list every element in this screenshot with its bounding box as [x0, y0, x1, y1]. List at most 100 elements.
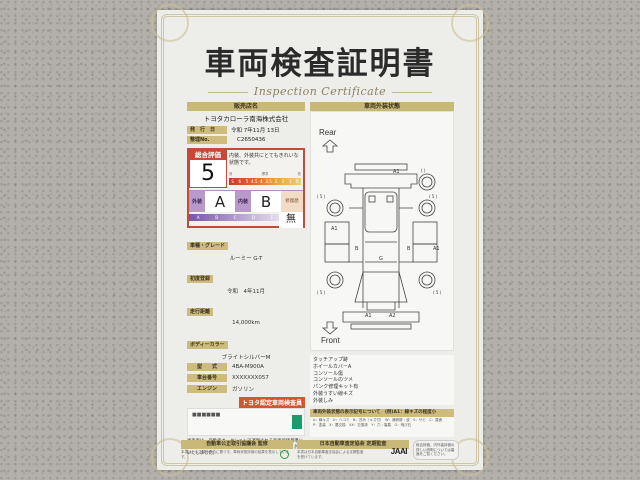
fair-trade-text-wrap: 本書は、公正競争規約に基づき、車両状態評価の結果を表示しています。 — [181, 450, 293, 459]
tire-mark: ( 5 ) — [317, 290, 326, 295]
vehicle-diagram: Rear — [310, 111, 454, 351]
scale-step: 3.5 — [265, 179, 272, 184]
damage-note: コンソールのツメ — [313, 377, 354, 384]
inspection-certificate: 車両検査証明書 Inspection Certificate 販売店名 トヨタカ… — [151, 4, 489, 476]
inspector-stamp-icon — [292, 415, 302, 429]
reference-number-label: 整理No. — [187, 135, 227, 144]
tire-mark: ( ) — [421, 168, 426, 173]
mileage-field: 走行距離 14,000km — [187, 298, 305, 327]
scale-step: 2 — [281, 179, 285, 184]
color-field: ボディーカラー ブライトシルバーM — [187, 331, 305, 361]
damage-mark: A2 — [389, 313, 396, 319]
decorative-border — [161, 14, 479, 466]
mileage-label: 走行距離 — [187, 308, 214, 316]
jaai-text-wrap: 本書は日本自動車査定協会による定期監査を受けています。 JAAI — [297, 447, 409, 459]
damage-mark: A1 — [331, 226, 338, 232]
issue-date-label: 発 行 日 — [187, 125, 227, 134]
scale-label-standard: 標準 — [261, 172, 269, 176]
sub-ratings-row: 外装 A 内装 B 修復歴 — [189, 190, 303, 212]
dealer-name: トヨタカローラ南海株式会社 — [203, 115, 289, 123]
overall-rating-scale: S 6 5 4.5 4 3.5 3 2 1 R — [229, 178, 301, 185]
fair-trade-header: 自動車公正取引協議会 監修 — [181, 440, 293, 449]
engine-field: エンジン ガソリン — [187, 385, 305, 393]
rear-label: Rear — [319, 128, 337, 137]
scale-step: R — [296, 179, 299, 184]
subtitle-text: Inspection Certificate — [253, 85, 387, 98]
damage-notes-list: タッチアップ跡 ホイールカバーA コンソール傷 コンソールのツメ パンク修理キッ… — [310, 355, 454, 405]
corner-ornament-icon — [451, 4, 489, 42]
issue-date-row: 発 行 日 令和 7年11月 13日 — [187, 125, 305, 134]
repair-history-label: 修復歴 — [281, 191, 303, 212]
jaai-block: 日本自動車査定協会 定期監査 本書は日本自動車査定協会による定期監査を受けていま… — [297, 440, 409, 460]
scale-step: D — [251, 215, 255, 220]
damage-mark: A1 — [433, 246, 440, 252]
car-outline-diagram-icon — [321, 139, 438, 335]
scale-step: S — [231, 179, 234, 184]
damage-note: 外装うすい線キズ — [313, 390, 354, 397]
overall-rating-value: 5 — [189, 160, 227, 188]
scale-step: 6 — [238, 179, 242, 184]
rating-comment: 内装、外装共にとてもきれいな状態です。 — [229, 153, 299, 166]
scale-label-good: 良 — [229, 172, 233, 176]
grade-field: 車種・グレード ルーミー G-T — [187, 232, 305, 262]
jaai-header: 日本自動車査定協会 定期監査 — [297, 440, 409, 449]
certificate-title: 車両検査証明書 — [204, 46, 436, 82]
model-value: 4BA-M900A — [232, 364, 264, 370]
footer: 自動車公正取引協議会 監修 本書は、公正競争規約に基づき、車両状態評価の結果を表… — [181, 440, 459, 460]
grade-label: 車種・グレード — [187, 242, 229, 250]
jaai-logo: JAAI — [390, 447, 408, 456]
registration-field: 初度登録 令和 4年11月 — [187, 265, 305, 295]
fair-trade-text: 本書は、公正競争規約に基づき、車両状態評価の結果を表示しています。 — [181, 450, 290, 459]
rating-panel: 総合評価 5 内装、外装共にとてもきれいな状態です。 良 標準 低 S 6 5 … — [187, 148, 305, 228]
fair-trade-logo-icon — [280, 450, 289, 459]
exterior-value: A — [205, 191, 235, 212]
damage-note: 外装しみ — [313, 397, 334, 404]
corner-ornament-icon — [151, 438, 189, 476]
notice-text: A：線キズ U：ヘコミ B：凹み（キズ付） W：補修跡・波 S：サビ C：腐食 … — [310, 417, 454, 437]
damage-note: コンソール傷 — [313, 370, 344, 377]
registration-label: 初度登録 — [187, 275, 214, 283]
chassis-label: 車台番号 — [187, 374, 227, 382]
interior-label: 内装 — [235, 191, 251, 212]
scale-step: 5 — [245, 179, 249, 184]
scale-step: 4 — [260, 179, 263, 184]
damage-mark: B — [407, 246, 411, 252]
scale-step: 4.5 — [251, 179, 258, 184]
overall-scale-labels: 良 標準 低 — [229, 172, 301, 177]
front-label: Front — [321, 336, 340, 345]
color-value: ブライトシルバーM — [221, 355, 271, 361]
model-label: 型 式 — [187, 363, 227, 371]
dealer-header: 販売店名 — [187, 102, 305, 111]
certificate-subtitle: Inspection Certificate — [157, 85, 483, 98]
jaai-text: 本書は日本自動車査定協会による定期監査を受けています。 — [297, 450, 364, 459]
chassis-field: 車台番号 XXXXXXX057 — [187, 374, 305, 382]
damage-note: ホイールカバーA — [313, 363, 352, 370]
tire-mark: ( 5 ) — [429, 194, 438, 199]
corner-ornament-icon — [151, 4, 189, 42]
registration-value: 令和 4年11月 — [227, 289, 265, 295]
overall-rating-label: 総合評価 — [189, 150, 227, 160]
engine-value: ガソリン — [232, 387, 255, 393]
issue-date-value: 令和 7年11月 13日 — [231, 127, 280, 134]
grade-value: ルーミー G-T — [229, 256, 263, 262]
engine-label: エンジン — [187, 385, 227, 393]
right-column: 車両外装状態 Rear — [310, 102, 454, 437]
damage-mark: B — [355, 246, 359, 252]
scale-step: B — [215, 215, 218, 220]
scale-step: 1 — [288, 179, 292, 184]
exterior-label: 外装 — [189, 191, 205, 212]
mileage-value: 14,000km — [232, 320, 260, 326]
inspector-name: ■■■■■■ — [192, 412, 221, 418]
reference-number-value: C2650436 — [237, 136, 266, 143]
left-column: 販売店名 トヨタカローラ南海株式会社 発 行 日 令和 7年11月 13日 整理… — [187, 102, 305, 457]
scale-step: E — [270, 215, 274, 220]
fair-trade-block: 自動車公正取引協議会 監修 本書は、公正競争規約に基づき、車両状態評価の結果を表… — [181, 440, 293, 460]
tire-mark: ( 5 ) — [317, 194, 326, 199]
inspector-box: ■■■■■■ — [187, 408, 305, 436]
scale-step: 3 — [274, 179, 278, 184]
color-label: ボディーカラー — [187, 341, 228, 349]
model-field: 型 式 4BA-M900A — [187, 363, 305, 371]
scale-label-low: 低 — [297, 172, 302, 176]
exterior-condition-header: 車両外装状態 — [310, 102, 454, 111]
damage-mark: G — [379, 256, 383, 262]
